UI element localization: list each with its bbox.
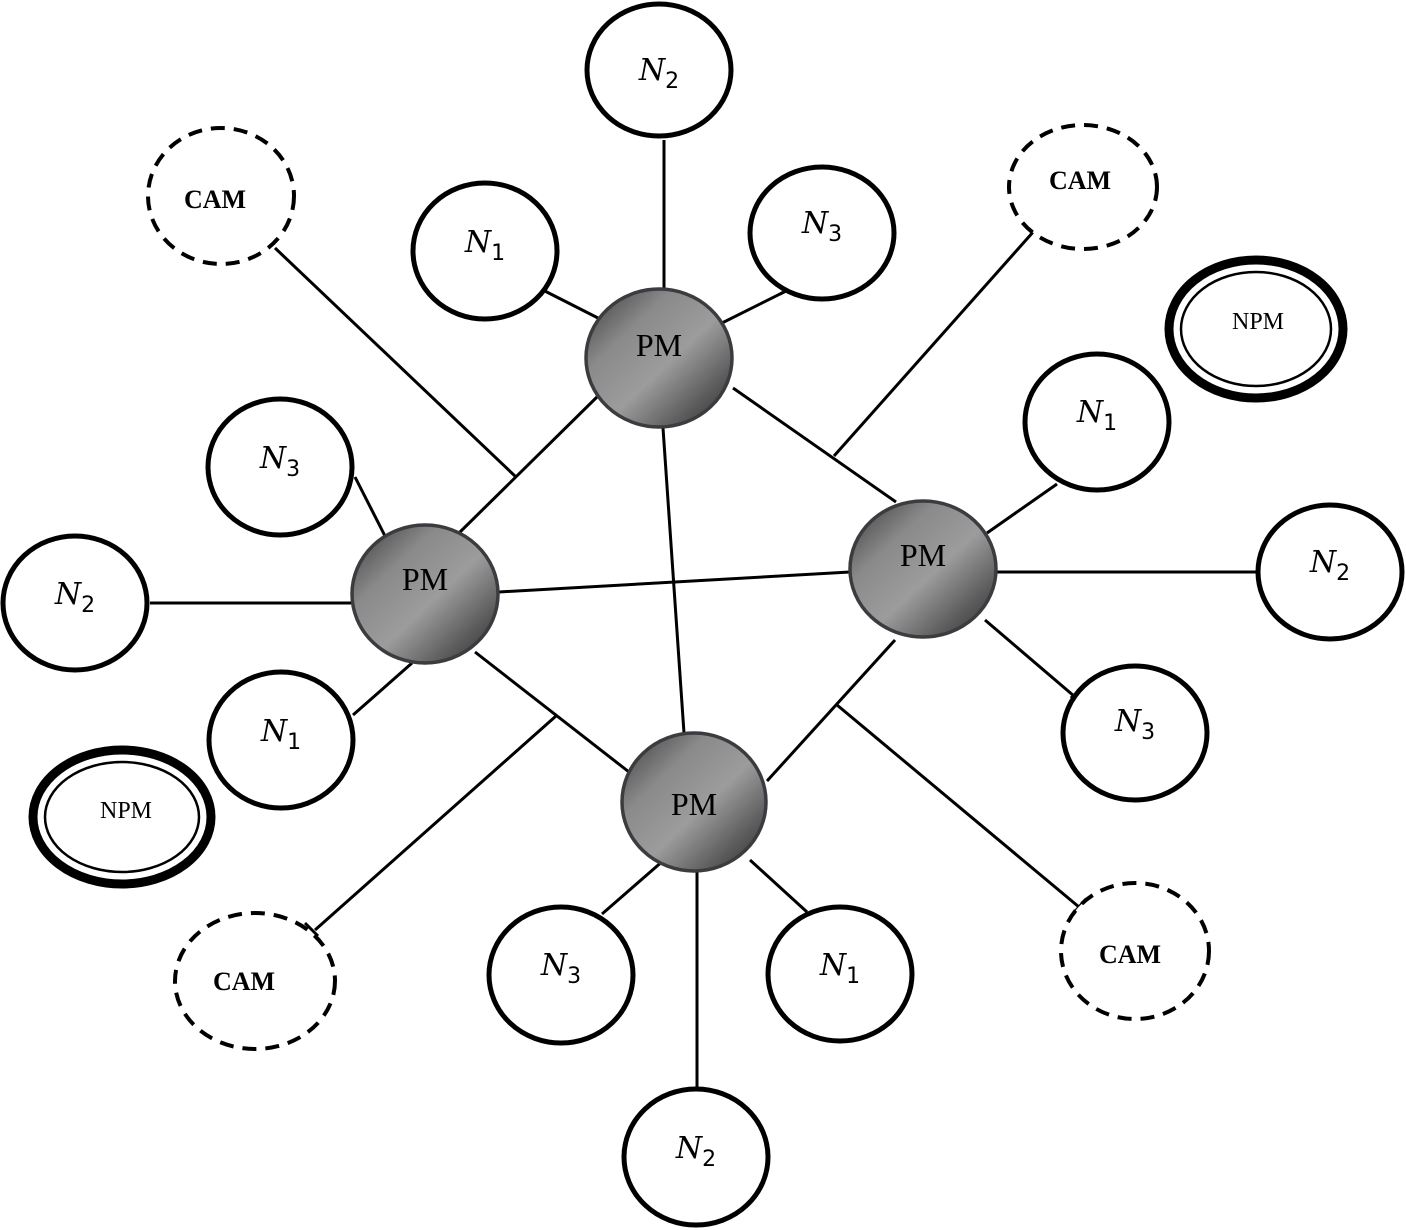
link-cam-bl — [314, 714, 557, 932]
pm-label: PM — [671, 786, 717, 822]
node-label-sub: 3 — [828, 222, 842, 247]
pm-label: PM — [900, 537, 946, 573]
node-label-base: N — [54, 577, 83, 612]
pm-label: PM — [636, 327, 682, 363]
node-label-base: N — [259, 441, 288, 476]
node-label-base: N — [1076, 395, 1105, 430]
node-cam-top-left[interactable]: CAM — [146, 126, 296, 266]
link-pm-top-pm-bottom — [661, 427, 686, 734]
node-label-sub: 2 — [702, 1147, 716, 1172]
cam-label: CAM — [184, 185, 246, 214]
node-label-base: N — [540, 948, 569, 983]
link-cam-br — [836, 703, 1080, 909]
link-pm-left-pm-right — [498, 570, 851, 594]
node-label-base: N — [675, 1131, 704, 1166]
node-pm-top[interactable]: PM — [584, 287, 734, 429]
node-npm-top-right[interactable]: NPM — [1164, 255, 1348, 403]
svg-text:N1: N1 — [260, 714, 301, 755]
node-cam-bottom-right[interactable]: CAM — [1059, 881, 1211, 1021]
node-label-sub: 3 — [567, 964, 581, 989]
npm-nodes: NPM NPM — [28, 255, 1348, 889]
node-pm-bottom[interactable]: PM — [620, 731, 768, 873]
edges — [150, 140, 1256, 1088]
node-left-n3[interactable]: N3 — [205, 396, 355, 538]
link-pm-right-n3 — [984, 618, 1082, 704]
node-label-sub: 1 — [846, 964, 860, 989]
node-label-base: N — [638, 53, 667, 88]
link-pm-left-n3 — [353, 476, 387, 537]
node-label-sub: 1 — [1103, 411, 1117, 436]
node-cam-bottom-left[interactable]: CAM — [173, 911, 337, 1051]
link-pm-top-n3 — [715, 286, 793, 328]
node-label-sub: 2 — [81, 593, 95, 618]
link-pm-top-pm-right — [732, 386, 897, 504]
node-left-n1[interactable]: N1 — [206, 669, 356, 811]
link-cam-tr — [832, 230, 1036, 457]
npm-label: NPM — [1232, 309, 1284, 335]
cam-label: CAM — [1049, 166, 1111, 195]
node-bottom-n3[interactable]: N3 — [486, 904, 636, 1046]
node-label-base: N — [464, 225, 493, 260]
cam-tick-bl — [303, 921, 320, 938]
node-label-base: N — [1114, 704, 1143, 739]
node-pm-left[interactable]: PM — [350, 523, 500, 665]
node-label-base: N — [1309, 545, 1338, 580]
cam-label: CAM — [1099, 940, 1161, 969]
node-label-sub: 2 — [1336, 561, 1350, 586]
node-npm-bottom-left[interactable]: NPM — [28, 745, 216, 889]
cam-label: CAM — [213, 967, 275, 996]
svg-text:N1: N1 — [819, 948, 860, 989]
node-right-n3[interactable]: N3 — [1060, 663, 1210, 803]
node-label-sub: 3 — [1141, 720, 1155, 745]
link-pm-bottom-n3 — [601, 858, 665, 916]
node-cam-top-right[interactable]: CAM — [1007, 123, 1159, 251]
link-pm-left-pm-bottom — [474, 650, 630, 774]
svg-text:N3: N3 — [259, 441, 300, 482]
node-label-sub: 1 — [287, 730, 301, 755]
node-pm-right[interactable]: PM — [848, 499, 998, 639]
node-bottom-n2[interactable]: N2 — [621, 1086, 771, 1228]
svg-text:N3: N3 — [540, 948, 581, 989]
svg-text:N2: N2 — [675, 1131, 716, 1172]
node-right-n2[interactable]: N2 — [1255, 502, 1405, 642]
svg-text:N2: N2 — [638, 53, 679, 94]
cam-nodes: CAM CAM CAM CAM — [146, 123, 1211, 1051]
node-label-sub: 3 — [286, 457, 300, 482]
svg-text:N3: N3 — [801, 206, 842, 247]
node-label-base: N — [801, 206, 830, 241]
svg-text:N1: N1 — [1076, 395, 1117, 436]
link-pm-left-n1 — [352, 661, 413, 717]
node-left-n2[interactable]: N2 — [0, 533, 150, 673]
node-top-n1[interactable]: N1 — [410, 180, 560, 322]
npm-label: NPM — [100, 798, 152, 824]
link-pm-bottom-n1 — [748, 858, 809, 914]
link-pm-top-pm-left — [457, 393, 601, 535]
link-pm-right-n1 — [986, 482, 1058, 535]
svg-text:N2: N2 — [1309, 545, 1350, 586]
node-label-base: N — [260, 714, 289, 749]
svg-text:N3: N3 — [1114, 704, 1155, 745]
svg-text:N1: N1 — [464, 225, 505, 266]
link-cam-tl — [273, 246, 518, 479]
pm-nodes: PM PM PM PM — [350, 287, 998, 873]
node-top-n2[interactable]: N2 — [584, 1, 734, 139]
link-pm-right-pm-bottom — [765, 638, 897, 783]
node-label-sub: 1 — [491, 241, 505, 266]
svg-text:N2: N2 — [54, 577, 95, 618]
node-label-base: N — [819, 948, 848, 983]
pm-label: PM — [402, 561, 448, 597]
node-right-n1[interactable]: N1 — [1022, 351, 1172, 493]
node-top-n3[interactable]: N3 — [747, 164, 897, 302]
node-label-sub: 2 — [665, 69, 679, 94]
node-bottom-n1[interactable]: N1 — [765, 904, 915, 1044]
